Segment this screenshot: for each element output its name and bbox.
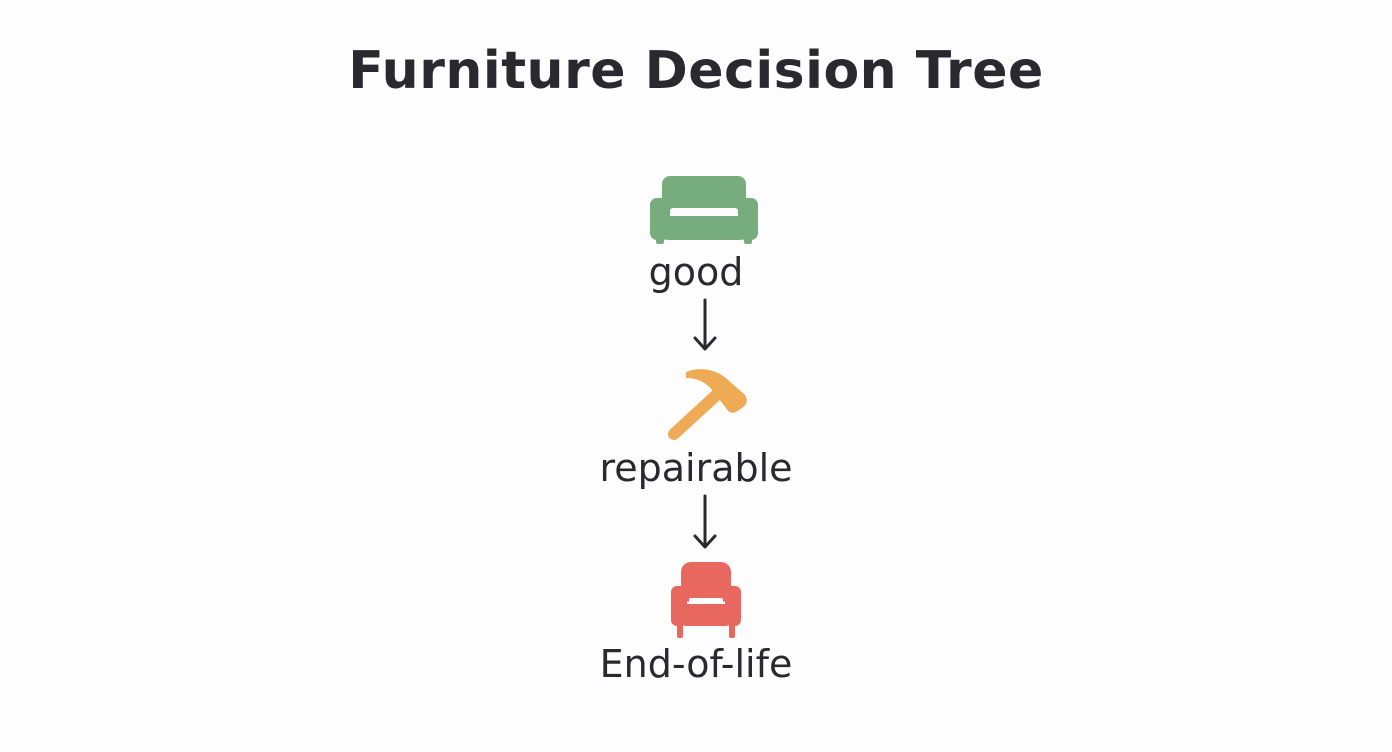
node-label-end-of-life: End-of-life <box>599 642 793 686</box>
arrow-down-icon <box>693 298 717 351</box>
node-label-repairable: repairable <box>599 446 793 490</box>
diagram-title: Furniture Decision Tree <box>348 41 1044 101</box>
sofa-icon <box>650 176 758 244</box>
hammer-icon <box>668 369 747 440</box>
arrow-down-icon <box>693 494 717 549</box>
armchair-icon <box>671 562 741 638</box>
node-label-good: good <box>648 250 744 294</box>
